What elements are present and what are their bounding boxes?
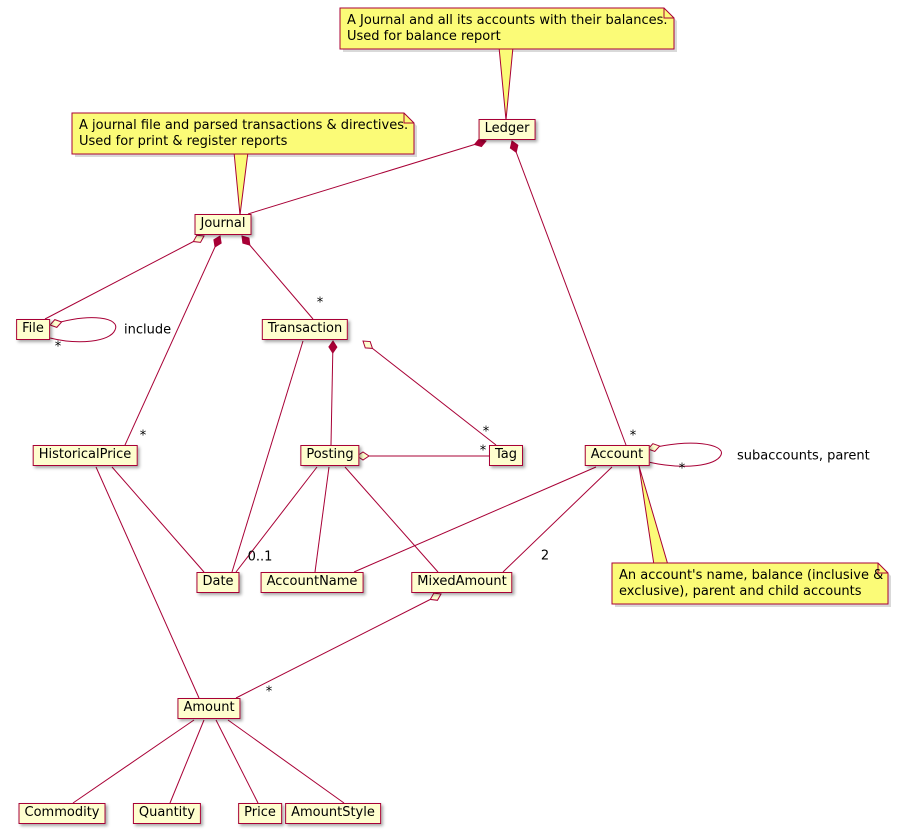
edge-amount-amountstyle [227, 719, 345, 804]
class-node-account: Account [584, 445, 650, 466]
edge-historicalprice-amount [95, 466, 200, 699]
note-account-body [611, 562, 889, 605]
class-node-amount: Amount [177, 698, 241, 719]
note-account-fold-icon [877, 563, 888, 574]
class-node-mixedamount: MixedAmount [411, 572, 513, 593]
edge-posting-mixedamount [344, 466, 439, 573]
edge-posting-accountname [314, 466, 330, 573]
class-node-file: File [16, 319, 50, 340]
mult-mixedamount-amount: * [265, 684, 273, 700]
class-node-price: Price [238, 803, 282, 824]
mult-account-mixedamount: 2 [540, 548, 550, 564]
edge-transaction-date [231, 340, 304, 573]
edge-ledger-account [511, 140, 627, 446]
class-node-quantity: Quantity [132, 803, 202, 824]
edge-ledger-journal [247, 140, 487, 215]
mult-transaction-tag: * [482, 424, 490, 440]
edge-historicalprice-date [111, 466, 205, 573]
note-journal-line-2: Used for print & register reports [79, 134, 288, 149]
edge-label-subaccounts: subaccounts, parent [737, 448, 870, 464]
edge-account-subaccounts-loop-diamond-icon [647, 443, 661, 453]
note-account-line-2: exclusive), parent and child accounts [619, 584, 862, 599]
class-node-tag: Tag [488, 445, 524, 466]
edge-amount-quantity [169, 719, 205, 804]
edge-journal-transaction [241, 235, 314, 320]
mult-posting-tag: * [479, 443, 487, 459]
edge-journal-transaction-diamond-icon [241, 235, 251, 246]
edge-account-subaccounts-loop [647, 442, 722, 467]
class-node-commodity: Commodity [18, 803, 106, 824]
edge-account-mixedamount [502, 466, 613, 573]
note-journal-fold-icon [403, 113, 414, 124]
edge-ledger-account-diamond-icon [509, 140, 519, 154]
class-node-accountname: AccountName [260, 572, 364, 593]
edge-journal-file-diamond-icon [192, 234, 205, 243]
note-ledger-line-2: Used for balance report [347, 29, 501, 44]
edge-transaction-tag [362, 340, 497, 446]
edge-posting-date [235, 466, 318, 573]
class-node-transaction: Transaction [261, 319, 349, 340]
edge-mixedamount-amount-diamond-icon [429, 592, 442, 601]
note-journal-line-1: A journal file and parsed transactions &… [79, 118, 409, 133]
edge-account-accountname [353, 466, 597, 573]
edge-file-include-loop [49, 317, 117, 343]
edge-mixedamount-amount [235, 593, 442, 699]
edge-transaction-tag-diamond-icon [362, 340, 374, 349]
mult-journal-transaction: * [316, 295, 324, 311]
mult-account-self: * [678, 461, 686, 477]
mult-file-self: * [54, 339, 62, 355]
edge-posting-tag-diamond-icon [356, 451, 370, 461]
edge-transaction-posting [330, 340, 334, 446]
class-node-historicalprice: HistoricalPrice [32, 445, 138, 466]
note-ledger-fold-icon [663, 8, 674, 19]
mult-posting-date: 0..1 [247, 549, 273, 565]
mult-journal-historicalprice: * [139, 428, 147, 444]
edge-amount-price [215, 719, 259, 804]
class-node-amountstyle: AmountStyle [285, 803, 381, 824]
class-node-ledger: Ledger [478, 119, 536, 140]
edge-journal-historicalprice-diamond-icon [213, 235, 222, 248]
class-node-posting: Posting [300, 445, 360, 466]
edge-journal-file [44, 235, 205, 320]
note-ledger-body [339, 7, 675, 50]
edge-amount-commodity [72, 719, 195, 804]
note-ledger-line-1: A Journal and all its accounts with thei… [347, 13, 668, 28]
class-node-journal: Journal [194, 214, 252, 235]
note-account-text: An account's name, balance (inclusive &e… [619, 568, 883, 600]
edge-transaction-posting-diamond-icon [328, 340, 338, 354]
mult-ledger-account: * [629, 428, 637, 444]
note-account-line-1: An account's name, balance (inclusive & [619, 568, 884, 583]
edge-label-include: include [124, 322, 172, 338]
edge-file-include-loop-diamond-icon [49, 319, 63, 328]
note-journal-text: A journal file and parsed transactions &… [79, 118, 408, 150]
edge-journal-historicalprice [124, 235, 221, 446]
note-journal-body [71, 112, 415, 155]
class-node-date: Date [196, 572, 240, 593]
note-ledger-text: A Journal and all its accounts with thei… [347, 13, 668, 45]
